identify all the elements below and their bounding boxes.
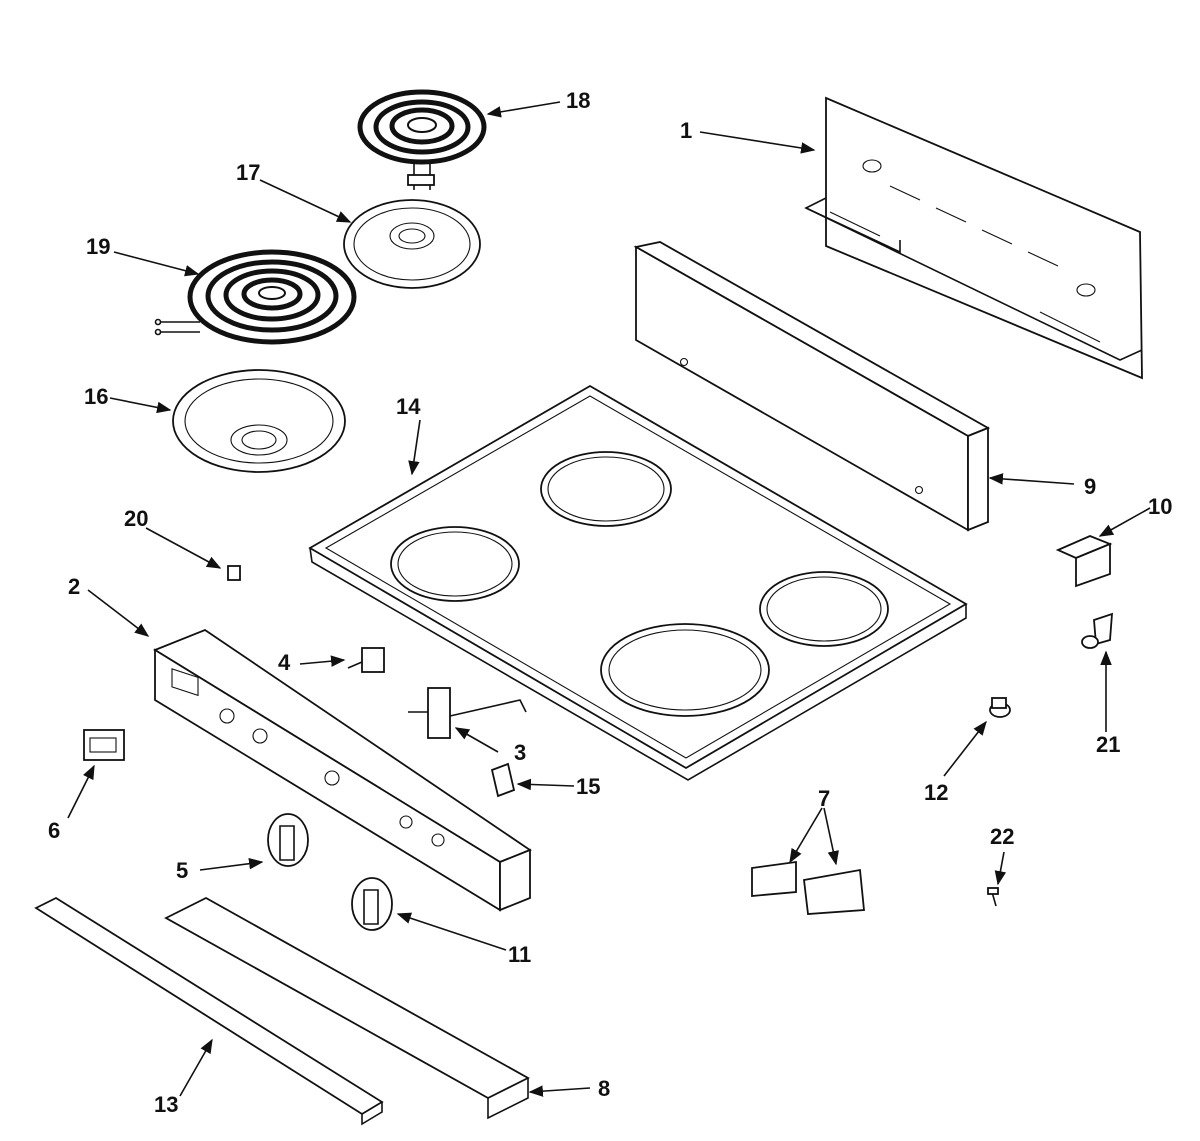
callout-3: 3 xyxy=(514,740,526,765)
control-panel xyxy=(153,628,532,912)
callout-21: 21 xyxy=(1096,732,1120,757)
trim-strip-8 xyxy=(164,896,530,1120)
small-clip xyxy=(227,565,241,581)
callout-22: 22 xyxy=(990,824,1014,849)
callout-17: 17 xyxy=(236,160,260,185)
callout-18: 18 xyxy=(566,88,590,113)
trim-strip-13 xyxy=(34,896,384,1126)
callout-11: 11 xyxy=(508,942,531,967)
drip-bowl-small xyxy=(343,199,481,289)
callout-1: 1 xyxy=(680,118,692,143)
surface-element-small xyxy=(357,89,487,190)
callout-6: 6 xyxy=(48,818,60,843)
callout-14: 14 xyxy=(396,394,421,419)
surface-element-large xyxy=(154,249,357,345)
callout-8: 8 xyxy=(598,1076,610,1101)
indicator-light xyxy=(83,729,125,761)
bracket-10 xyxy=(1055,535,1113,588)
leg-leveler xyxy=(1081,612,1114,649)
terminal-block-7 xyxy=(751,860,865,915)
callout-15: 15 xyxy=(576,774,600,799)
callout-19: 19 xyxy=(86,234,110,259)
callout-20: 20 xyxy=(124,506,148,531)
drip-bowl-large xyxy=(172,369,346,473)
control-knob-5 xyxy=(267,813,309,867)
callout-16: 16 xyxy=(84,384,108,409)
bumper-12 xyxy=(989,697,1011,718)
callout-13: 13 xyxy=(154,1092,178,1117)
callout-2: 2 xyxy=(68,574,80,599)
callout-9: 9 xyxy=(1084,474,1096,499)
callout-5: 5 xyxy=(176,858,188,883)
callout-12: 12 xyxy=(924,780,948,805)
callout-10: 10 xyxy=(1148,494,1172,519)
callout-4: 4 xyxy=(278,650,291,675)
infinite-switch xyxy=(408,687,527,739)
small-switch xyxy=(347,647,385,673)
clip-part xyxy=(490,762,516,798)
screw-22 xyxy=(987,887,999,907)
backguard xyxy=(633,241,991,532)
leader-arrows xyxy=(67,101,1151,1097)
rear-bracket xyxy=(804,96,1143,380)
cooktop xyxy=(308,384,968,781)
callout-labels: 1 2 3 4 5 6 7 8 9 10 11 12 13 14 15 16 1… xyxy=(48,88,1172,1117)
callout-7: 7 xyxy=(818,786,830,811)
control-knob-11 xyxy=(351,877,393,931)
